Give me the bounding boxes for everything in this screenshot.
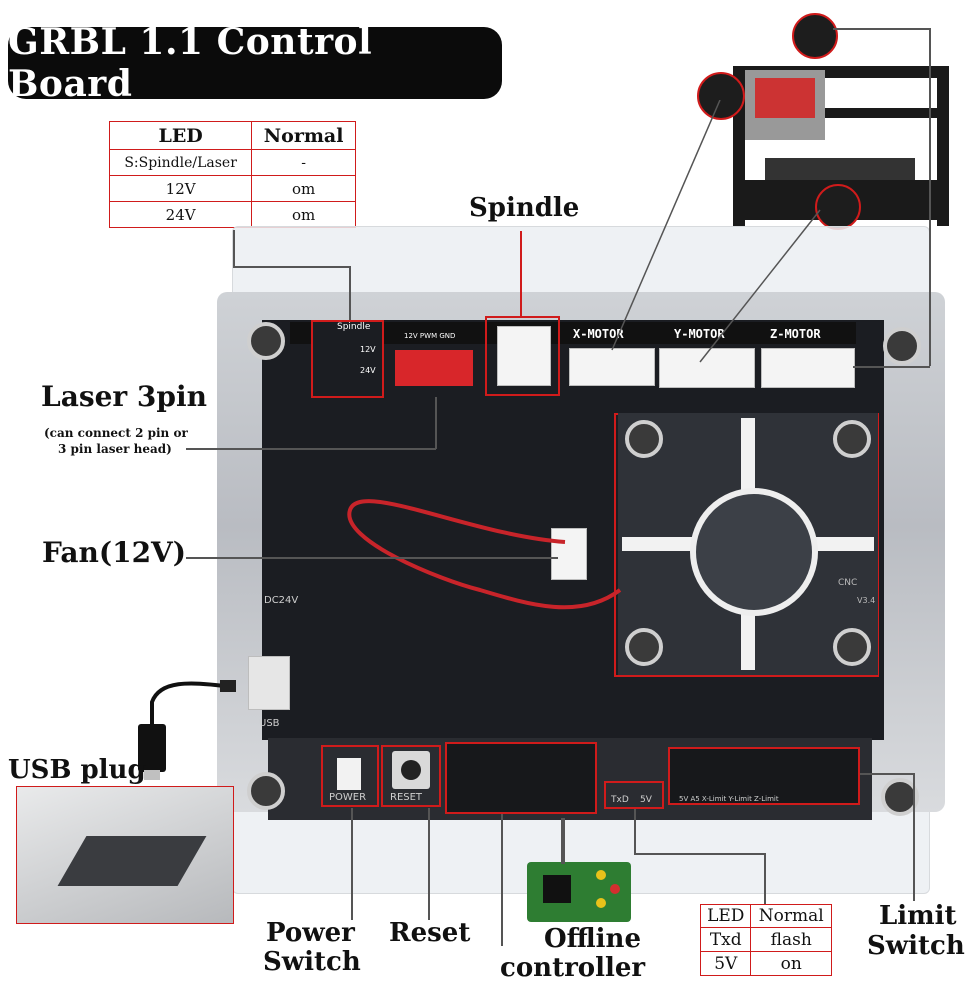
fan-label: Fan(12V) bbox=[42, 536, 187, 569]
table-header: LED bbox=[699, 904, 752, 928]
laser-3pin-label: Laser 3pin bbox=[41, 380, 207, 413]
controller-button bbox=[610, 884, 620, 894]
txd-leader bbox=[764, 853, 766, 904]
dc24-silkscreen: DC24V bbox=[264, 595, 299, 606]
table-header: LED bbox=[108, 121, 253, 150]
fan-hub bbox=[690, 488, 818, 616]
laser-note-line-2: 3 pin laser head) bbox=[58, 442, 172, 456]
fan-screw bbox=[833, 628, 871, 666]
offline-controller-label: controller bbox=[500, 953, 646, 983]
txd-leader bbox=[634, 809, 636, 854]
fan-connector bbox=[551, 528, 587, 580]
led-table-leader bbox=[349, 266, 351, 320]
table-cell: Txd bbox=[699, 927, 752, 952]
reset-button[interactable] bbox=[401, 760, 421, 780]
screw bbox=[881, 778, 919, 816]
laser-leader bbox=[435, 397, 437, 449]
power-switch[interactable] bbox=[337, 758, 361, 790]
version-silkscreen: V3.4 bbox=[857, 596, 876, 605]
x-motor-connector bbox=[569, 348, 655, 386]
table-header: Normal bbox=[750, 904, 832, 928]
table-cell: om bbox=[251, 175, 356, 202]
reset-silkscreen: RESET bbox=[390, 792, 423, 803]
usb-port[interactable] bbox=[248, 656, 290, 710]
offline-controller-label: Offline bbox=[544, 924, 642, 954]
spindle-leader bbox=[520, 231, 522, 317]
table-cell: flash bbox=[750, 927, 832, 952]
led-table-top: LED Normal S:Spindle/Laser - 12V om 24V … bbox=[108, 121, 356, 228]
led-indicator-box bbox=[311, 320, 384, 398]
z-motor-silkscreen: Z-MOTOR bbox=[770, 327, 821, 341]
table-cell: 12V bbox=[108, 175, 253, 202]
screw bbox=[247, 772, 285, 810]
z-motor-leader bbox=[833, 28, 930, 30]
table-cell: 24V bbox=[108, 201, 253, 228]
txd-leader bbox=[634, 853, 765, 855]
led-table-leader bbox=[233, 230, 235, 267]
power-switch-label: Power bbox=[266, 918, 355, 948]
motor-leaders bbox=[611, 100, 821, 363]
controller-cable bbox=[561, 818, 565, 864]
power-leader bbox=[351, 808, 353, 920]
table-cell: S:Spindle/Laser bbox=[108, 149, 253, 176]
screw bbox=[247, 322, 285, 360]
cnc-machine-image bbox=[705, 8, 955, 228]
limit-leader bbox=[913, 773, 915, 901]
v12-led-silkscreen: 12V bbox=[360, 345, 376, 354]
table-cell: - bbox=[251, 149, 356, 176]
controller-screen bbox=[543, 875, 571, 903]
z-motor-connector bbox=[761, 348, 855, 388]
spindle-connector bbox=[497, 326, 551, 386]
v24-led-silkscreen: 24V bbox=[360, 366, 376, 375]
usb-silkscreen: USB bbox=[259, 718, 280, 729]
page-title: GRBL 1.1 Control Board bbox=[8, 21, 502, 105]
led-table-bottom: LED Normal Txd flash 5V on bbox=[699, 904, 832, 976]
table-cell: 5V bbox=[699, 951, 752, 976]
fan-wire bbox=[347, 499, 622, 610]
laser-connector bbox=[395, 350, 473, 386]
spindle-highlight-box bbox=[485, 316, 560, 396]
table-header: Normal bbox=[251, 121, 356, 150]
x-motor-silkscreen: X-MOTOR bbox=[573, 327, 624, 341]
5v-silkscreen: 5V bbox=[640, 795, 652, 805]
table-cell: om bbox=[251, 201, 356, 228]
table-cell: on bbox=[750, 951, 832, 976]
y-motor-connector bbox=[659, 348, 755, 388]
motor-highlight-z bbox=[792, 13, 838, 59]
power-switch-label: Switch bbox=[263, 947, 361, 977]
limit-leader bbox=[860, 773, 914, 775]
reset-leader bbox=[428, 808, 430, 920]
reset-label: Reset bbox=[389, 918, 471, 948]
power-silkscreen: POWER bbox=[329, 792, 367, 803]
limit-switch-header bbox=[668, 747, 860, 805]
limit-switch-label: Switch bbox=[867, 931, 965, 961]
fan-screw bbox=[833, 420, 871, 458]
cnc-silkscreen: CNC bbox=[838, 578, 858, 588]
led-table-leader bbox=[233, 266, 350, 268]
fan-screw bbox=[625, 628, 663, 666]
y-motor-silkscreen: Y-MOTOR bbox=[674, 327, 725, 341]
limit-switch-label: Limit bbox=[879, 901, 957, 931]
limit-silkscreen: 5V A5 X-Limit Y-Limit Z-Limit bbox=[679, 795, 779, 803]
spindle-label: Spindle bbox=[469, 193, 580, 223]
controller-button bbox=[596, 870, 606, 880]
z-motor-leader bbox=[853, 366, 930, 368]
laser-note-line-1: (can connect 2 pin or bbox=[44, 426, 188, 440]
txd-silkscreen: TxD bbox=[611, 795, 629, 805]
pwm-silkscreen: 12V PWM GND bbox=[404, 332, 456, 340]
screw bbox=[883, 327, 921, 365]
laser-leader bbox=[186, 448, 436, 450]
motor-highlight-x bbox=[697, 72, 745, 120]
offline-controller-header bbox=[445, 742, 597, 814]
usb-plug-label: USB plug bbox=[8, 755, 146, 785]
fan-screw bbox=[625, 420, 663, 458]
connector-header-strip bbox=[290, 322, 856, 344]
offline-leader bbox=[501, 814, 503, 946]
controller-button bbox=[596, 898, 606, 908]
z-motor-leader bbox=[929, 28, 931, 366]
txd-5v-led-box bbox=[604, 781, 664, 809]
spindle-led-silkscreen: Spindle bbox=[337, 322, 371, 332]
usb-cable bbox=[138, 680, 236, 780]
fan-leader bbox=[186, 557, 558, 559]
